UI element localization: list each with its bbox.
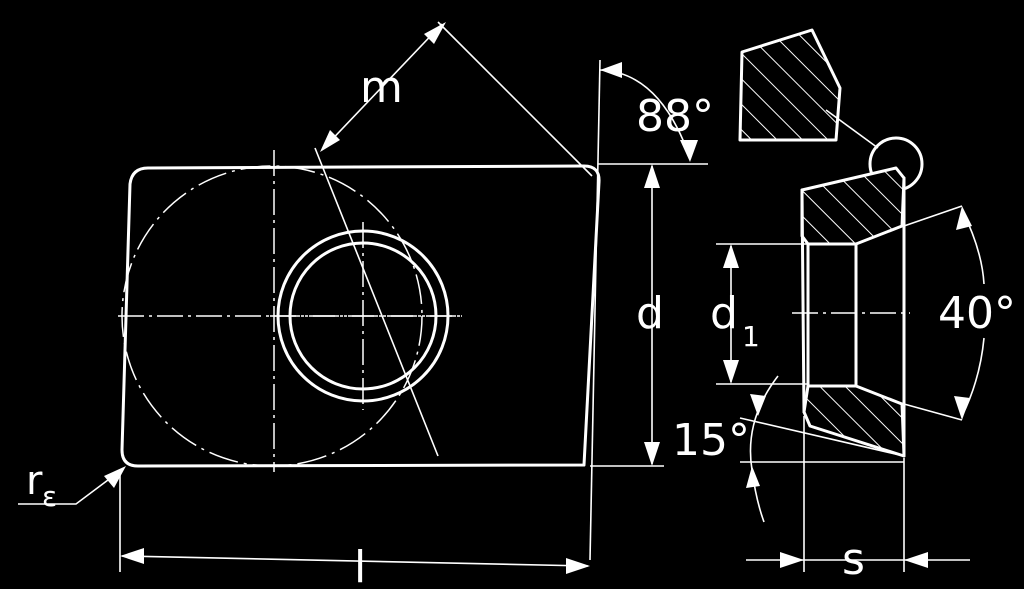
angle-15-arrow-bottom xyxy=(746,466,760,488)
insert-outline xyxy=(120,164,601,468)
m-arrow-bottom xyxy=(320,130,340,152)
detail-section xyxy=(738,28,842,142)
angle-40-extension-top xyxy=(903,205,963,227)
label-d1-subscript: 1 xyxy=(742,320,760,353)
m-reference-line-left xyxy=(314,147,439,457)
angle-40-arrow-bottom xyxy=(954,396,970,420)
m-arrow-top xyxy=(424,22,446,44)
label-r: r xyxy=(26,458,43,504)
dimension-labels: m 88° d d 1 40° 15° r ε l s xyxy=(26,62,1016,589)
side-section-view xyxy=(716,166,985,572)
label-m: m xyxy=(360,62,403,113)
front-view xyxy=(18,21,708,574)
angle-reference-line xyxy=(589,59,601,561)
label-l: l xyxy=(354,542,366,589)
label-s: s xyxy=(842,534,865,585)
label-angle-88: 88° xyxy=(636,91,714,142)
label-angle-40: 40° xyxy=(938,288,1016,339)
m-dimension-line xyxy=(321,23,443,151)
label-r-subscript: ε xyxy=(42,480,57,513)
angle-40-arrow-top xyxy=(956,206,972,230)
l-arrow-right xyxy=(566,558,590,574)
s-arrow-right xyxy=(904,552,928,568)
l-arrow-left xyxy=(120,548,144,564)
m-reference-line-right xyxy=(437,21,593,177)
d-arrow-bottom xyxy=(644,442,660,466)
r-epsilon-arrow xyxy=(104,466,126,488)
side-left-edge xyxy=(800,188,806,414)
l-dimension-line xyxy=(121,555,589,567)
detail-view xyxy=(738,28,924,192)
angle-15-arrow-top xyxy=(750,394,766,416)
label-angle-15: 15° xyxy=(672,415,750,466)
detail-leader xyxy=(825,109,879,149)
label-d: d xyxy=(636,288,664,339)
lower-section xyxy=(802,384,906,458)
label-d1: d xyxy=(710,288,738,339)
upper-section xyxy=(800,166,906,246)
angle-88-arrow-top xyxy=(600,62,622,78)
d1-arrow-bottom xyxy=(723,360,739,384)
d-arrow-top xyxy=(644,164,660,188)
angle-40-extension-bottom xyxy=(903,403,963,421)
angle-88-arrow-bottom xyxy=(680,140,698,162)
s-arrow-left xyxy=(780,552,804,568)
d1-arrow-top xyxy=(723,244,739,268)
angle-15-extension xyxy=(739,417,905,457)
